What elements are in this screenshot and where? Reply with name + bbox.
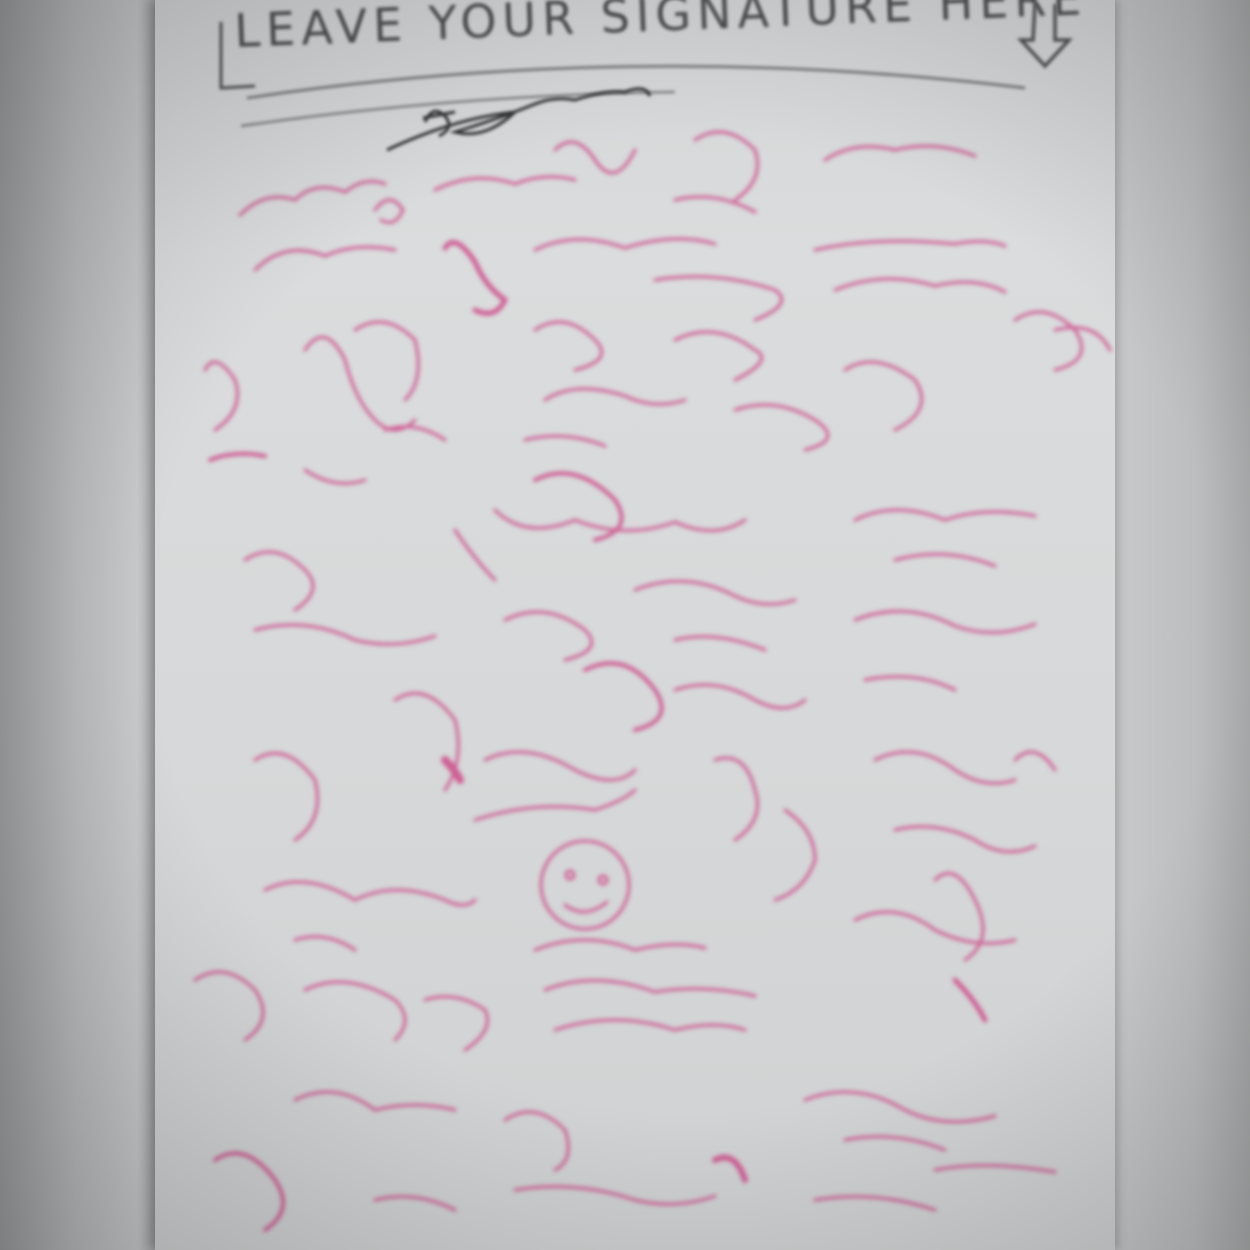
signature-drawings	[193, 3, 1112, 1232]
black-signature	[386, 87, 652, 152]
signature-sheet: LEAVE YOUR SIGNATURE HERE	[155, 0, 1115, 1250]
wall	[1110, 0, 1250, 1250]
down-arrow-icon	[1017, 3, 1073, 69]
header-frame	[219, 22, 1026, 127]
pink-signatures	[193, 130, 1112, 1232]
